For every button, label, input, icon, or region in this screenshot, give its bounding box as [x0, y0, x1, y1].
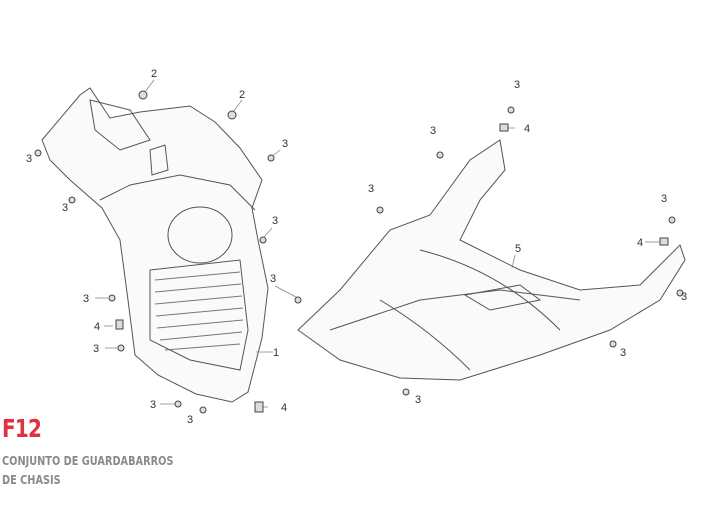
callout-3: 3 — [270, 273, 276, 285]
callout-3: 3 — [514, 79, 520, 91]
callout-3: 3 — [415, 394, 421, 406]
title-line-2: DE CHASIS — [2, 472, 61, 487]
callout-3: 3 — [93, 343, 99, 355]
callout-3: 3 — [661, 193, 667, 205]
callout-1: 1 — [273, 347, 279, 359]
diagram-code: F12 — [2, 414, 42, 443]
front-fender-panel — [41, 87, 269, 403]
callout-3: 3 — [620, 347, 626, 359]
callout-4: 4 — [524, 123, 530, 135]
callout-3: 3 — [282, 138, 288, 150]
callout-3: 3 — [430, 125, 436, 137]
callout-4: 4 — [94, 321, 100, 333]
callout-4: 4 — [281, 402, 287, 414]
callout-3: 3 — [187, 414, 193, 426]
callout-3: 3 — [26, 153, 32, 165]
callout-3: 3 — [368, 183, 374, 195]
callout-3: 3 — [681, 291, 687, 303]
callout-3: 3 — [83, 293, 89, 305]
callout-2: 2 — [239, 89, 245, 101]
diagram-title: CONJUNTO DE GUARDABARROS DE CHASIS — [2, 451, 189, 489]
title-line-1: CONJUNTO DE GUARDABARROS — [2, 453, 174, 468]
callout-3: 3 — [62, 202, 68, 214]
callout-3: 3 — [272, 215, 278, 227]
callout-3: 3 — [150, 399, 156, 411]
callout-5: 5 — [515, 243, 521, 255]
callout-2: 2 — [151, 68, 157, 80]
under-cover-panel — [297, 139, 686, 381]
callout-4: 4 — [637, 237, 643, 249]
